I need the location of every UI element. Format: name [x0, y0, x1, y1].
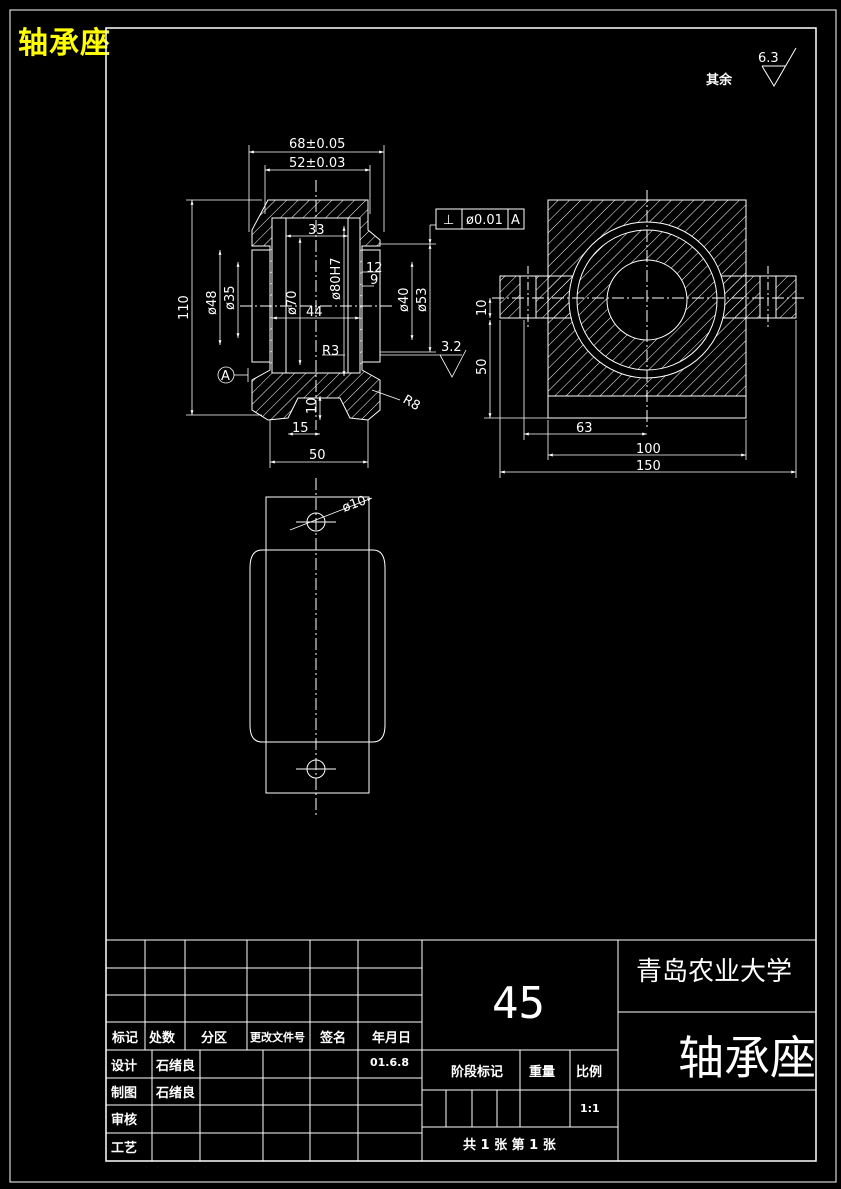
dim-side-w63: 63: [576, 421, 593, 436]
tb-scale-label: 比例: [576, 1064, 602, 1080]
tb-material: 45: [492, 978, 545, 1029]
front-dimensions: [186, 145, 467, 468]
tb-header-count: 处数: [148, 1030, 176, 1046]
dim-side-w150: 150: [636, 459, 661, 474]
tolerance-datum: A: [511, 213, 520, 228]
tb-header-mark: 标记: [111, 1030, 138, 1046]
tb-header-change-doc: 更改文件号: [250, 1030, 305, 1044]
tb-process-label: 工艺: [111, 1140, 137, 1156]
dim-w15: 15: [292, 421, 309, 436]
top-view: [249, 478, 386, 815]
tb-weight-label: 重量: [529, 1064, 555, 1080]
side-view: [492, 190, 804, 428]
dim-inner-width: 52±0.03: [289, 156, 345, 171]
dim-w12: 12: [366, 261, 383, 276]
dim-r8: R8: [400, 392, 422, 414]
title-block: [105, 939, 817, 1162]
dim-w9: 9: [370, 273, 378, 288]
tolerance-symbol: ⊥: [443, 213, 454, 228]
corner-title: 轴承座: [18, 26, 111, 61]
roughness-label: 其余: [706, 72, 733, 88]
tb-part-name: 轴承座: [678, 1031, 816, 1085]
inner-border: [105, 27, 817, 1162]
tolerance-value: ø0.01: [466, 213, 503, 228]
dim-side-w100: 100: [636, 442, 661, 457]
tb-review-label: 审核: [111, 1112, 137, 1128]
roughness-callout: 3.2: [441, 340, 462, 355]
dim-w50: 50: [309, 448, 326, 463]
tb-school: 青岛农业大学: [636, 957, 792, 987]
tb-design-name: 石绪良: [155, 1058, 195, 1074]
dim-d80: ø80H7: [329, 257, 344, 300]
dim-d35: ø35: [223, 286, 238, 311]
tb-scale-value: 1:1: [580, 1102, 600, 1115]
dim-h10: 10: [305, 397, 320, 414]
dim-r3: R3: [322, 344, 339, 359]
tb-header-zone: 分区: [201, 1030, 227, 1046]
dim-w44: 44: [306, 305, 323, 320]
front-section-view: [240, 180, 392, 430]
tb-stage-label: 阶段标记: [451, 1064, 503, 1080]
dim-side-h50: 50: [475, 358, 490, 375]
tb-drawn-label: 制图: [111, 1085, 137, 1101]
roughness-value: 6.3: [758, 51, 779, 66]
side-dimensions: [484, 298, 797, 478]
dim-d53: ø53: [415, 288, 430, 313]
dim-height: 110: [177, 295, 192, 320]
title-block-text: 标记 处数 分区 更改文件号 签名 年月日 设计 石绪良 01.6.8 制图 石…: [111, 957, 816, 1156]
dim-overall-width: 68±0.05: [289, 137, 345, 152]
outer-border: [9, 9, 837, 1183]
tb-design-date: 01.6.8: [370, 1056, 409, 1069]
tolerance-frame: ⊥ ø0.01 A: [435, 208, 525, 230]
side-dimension-labels: 10 50 63 100 150: [475, 299, 661, 474]
dim-d70: ø70: [285, 291, 300, 316]
tb-header-sign: 签名: [319, 1030, 346, 1046]
tb-sheets: 共 1 张 第 1 张: [463, 1137, 557, 1153]
datum-a-label: A: [221, 369, 230, 384]
dim-w33: 33: [308, 223, 325, 238]
dim-d48: ø48: [205, 291, 220, 316]
dim-d40: ø40: [397, 288, 412, 313]
front-dimension-labels: 68±0.05 52±0.03 110 ø48 ø35 ø70 ø80H7 ø4…: [177, 137, 462, 463]
tb-design-label: 设计: [111, 1058, 137, 1074]
dim-side-h10: 10: [475, 299, 490, 316]
tb-drawn-name: 石绪良: [155, 1085, 195, 1101]
tb-header-date: 年月日: [372, 1030, 411, 1046]
roughness-note: 其余 6.3: [706, 47, 797, 88]
